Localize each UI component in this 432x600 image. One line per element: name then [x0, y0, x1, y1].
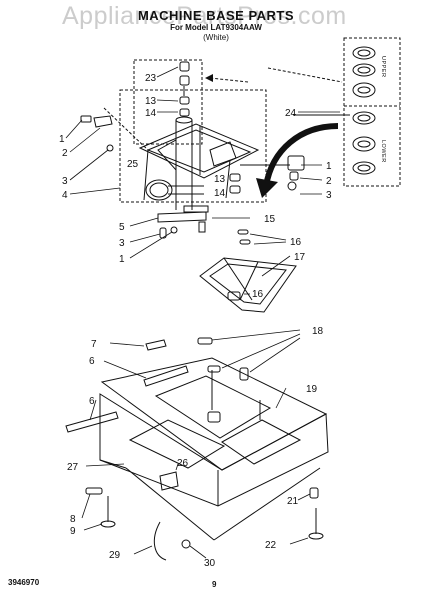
mounting-bracket: [157, 205, 209, 239]
callout-17: 17: [294, 252, 306, 263]
agitator-cap-parts: [179, 61, 190, 117]
color-line: (White): [203, 33, 229, 42]
machine-base: [99, 357, 329, 541]
inset-rollers: [344, 46, 400, 175]
callout-4: 4: [62, 190, 68, 201]
callout-14a: 14: [145, 108, 157, 119]
lower-label: LOWER: [380, 140, 386, 163]
callout-9: 9: [70, 526, 76, 537]
assembly-arrow: [263, 123, 339, 187]
base-clips: [153, 471, 191, 561]
callout-15: 15: [264, 214, 276, 225]
callout-6b: 6: [89, 396, 95, 407]
callout-3c: 3: [119, 238, 125, 249]
callout-30: 30: [204, 558, 216, 569]
upper-label: UPPER: [380, 56, 386, 77]
callout-8: 8: [70, 514, 76, 525]
callout-7: 7: [91, 339, 97, 350]
page-title: MACHINE BASE PARTS: [137, 8, 295, 23]
callout-23: 23: [145, 73, 157, 84]
support-tray: [199, 229, 297, 313]
callout-21: 21: [287, 496, 299, 507]
callout-13b: 13: [214, 174, 226, 185]
base-braces: [65, 339, 189, 433]
callout-1b: 1: [326, 161, 332, 172]
inset-kit-frame: [343, 37, 401, 187]
callout-29: 29: [109, 550, 121, 561]
callout-6a: 6: [89, 356, 95, 367]
drive-belt: [145, 179, 173, 201]
callout-3b: 3: [326, 190, 332, 201]
document-part-number: 3946970: [8, 578, 40, 587]
transmission-assembly: [138, 116, 260, 210]
callout-26: 26: [177, 458, 189, 469]
callout-14b: 14: [214, 188, 226, 199]
leveling-legs: [85, 487, 324, 540]
page-number: 9: [212, 580, 217, 589]
callout-5: 5: [119, 222, 125, 233]
callout-16a: 16: [290, 237, 302, 248]
watermark: AppliancePartsPros.com: [62, 2, 347, 30]
cross-brace-parts: [197, 337, 249, 381]
transmission-frame: [119, 89, 267, 203]
callout-1a: 1: [59, 134, 65, 145]
callout-2b: 2: [326, 176, 332, 187]
callout-16b: 16: [252, 289, 264, 300]
leader-lines: [65, 66, 340, 559]
model-line: For Model LAT9304AAW: [170, 23, 262, 32]
callout-27: 27: [67, 462, 79, 473]
left-fasteners: [80, 107, 149, 152]
callout-2a: 2: [62, 148, 68, 159]
callout-24: 24: [285, 108, 297, 119]
callout-13a: 13: [145, 96, 157, 107]
callout-25: 25: [127, 159, 139, 170]
callout-3a: 3: [62, 176, 68, 187]
callout-1c: 1: [119, 254, 125, 265]
callout-19: 19: [306, 384, 318, 395]
callout-22: 22: [265, 540, 277, 551]
callout-18: 18: [312, 326, 324, 337]
right-fasteners: [229, 155, 305, 194]
